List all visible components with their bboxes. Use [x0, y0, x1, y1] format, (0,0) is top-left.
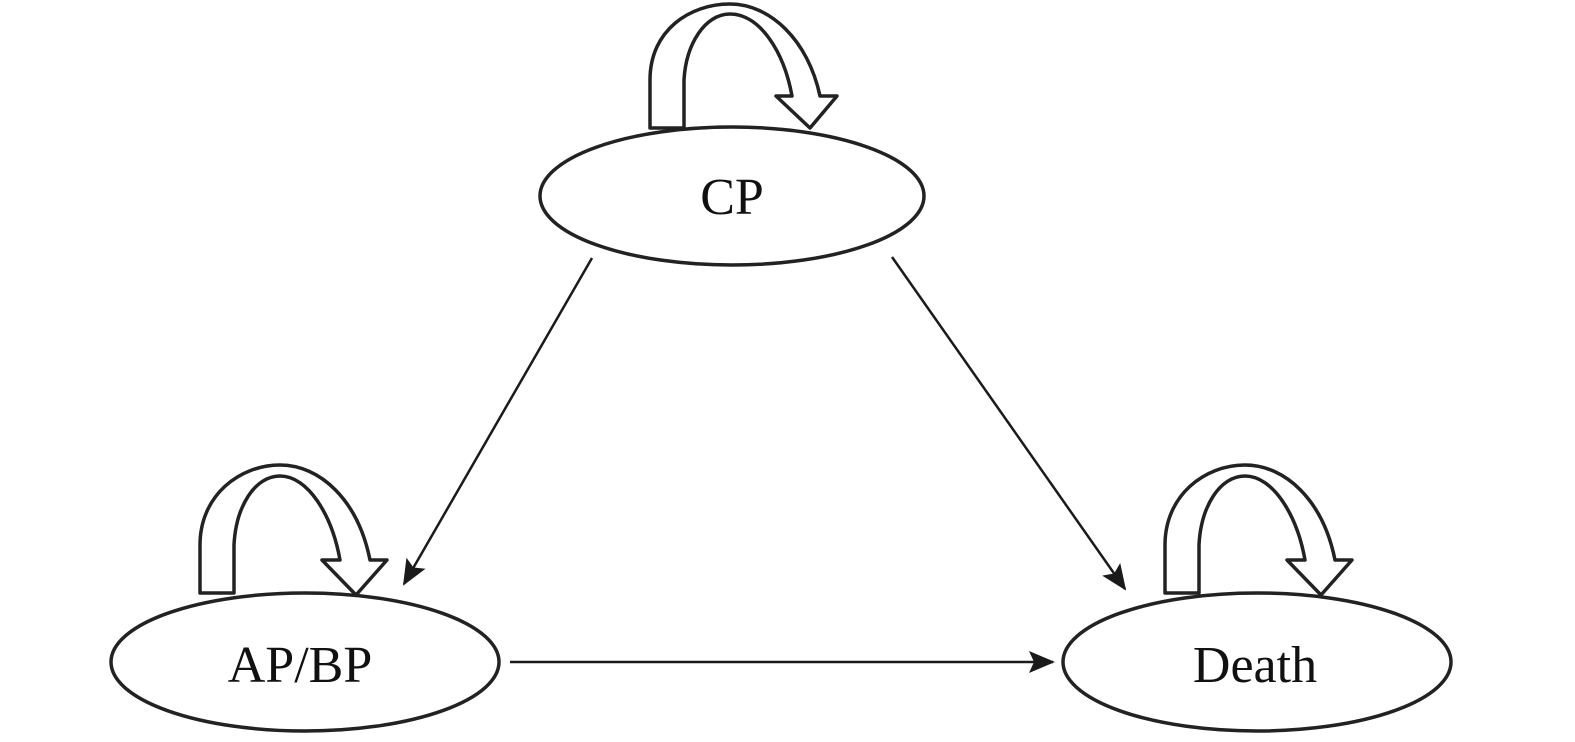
node-apbp: AP/BP	[109, 591, 501, 733]
self-loop-apbp	[198, 463, 389, 597]
self-loop-cp	[648, 2, 839, 130]
node-apbp-label: AP/BP	[228, 637, 373, 694]
node-death: Death	[1061, 591, 1453, 733]
arrow-cp-to-death	[890, 256, 1127, 591]
node-death-label: Death	[1193, 637, 1317, 694]
node-cp-label: CP	[700, 169, 764, 226]
arrow-cp-to-apbp	[402, 257, 594, 586]
node-cp: CP	[538, 125, 926, 267]
self-loop-death	[1163, 463, 1354, 597]
